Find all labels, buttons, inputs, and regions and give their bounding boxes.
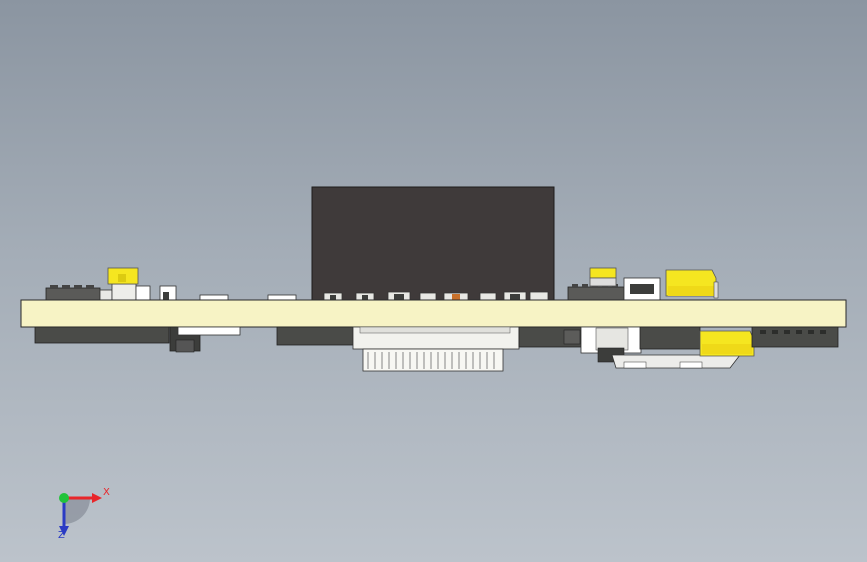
x-axis-label: X — [103, 487, 110, 498]
pcb-board[interactable] — [20, 299, 847, 328]
top-components-center — [323, 291, 549, 301]
triad-shadow — [64, 498, 90, 524]
large-module-chip[interactable] — [311, 186, 555, 301]
triad-origin — [59, 493, 69, 503]
bottom-components-left — [34, 326, 354, 353]
top-components-left — [45, 267, 297, 301]
bottom-connector[interactable] — [352, 326, 520, 372]
coordinate-triad-icon — [59, 493, 102, 536]
bottom-components-right — [518, 326, 839, 369]
top-components-right — [567, 267, 719, 301]
z-axis-label: Z — [58, 530, 65, 541]
